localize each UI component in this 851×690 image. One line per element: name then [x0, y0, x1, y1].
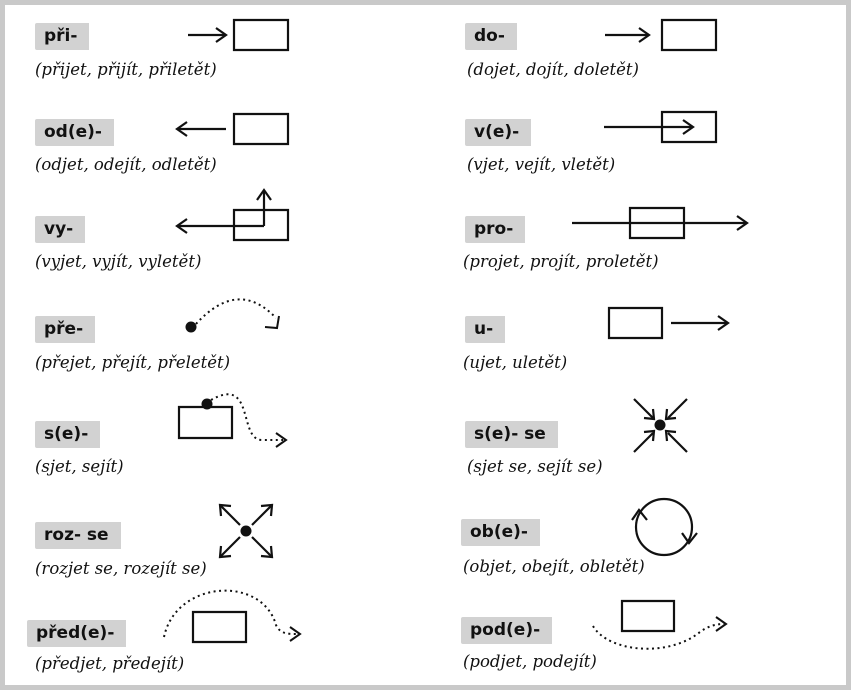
prefix-text: při-: [44, 26, 78, 46]
example-verbs: (podjet, podejít): [463, 652, 597, 671]
prefix-highlight: [465, 216, 526, 243]
arrow-through-box-icon: [572, 208, 747, 238]
prefix-label: při-: [35, 23, 90, 50]
example-verbs: (přijet, přijít, přiletět): [35, 60, 217, 79]
arrows-diverging-icon: [220, 505, 272, 557]
example-verbs: (sjet se, sejít se): [467, 457, 603, 476]
prefix-label: s(e)- se: [465, 421, 558, 448]
arrow-into-box-icon: [188, 20, 288, 50]
arrow-to-box-icon: [605, 20, 716, 50]
prefix-label: od(e)-: [35, 119, 114, 146]
prefix-label: vy-: [35, 216, 86, 243]
prefix-text: od(e)-: [44, 122, 102, 142]
prefix-label: do-: [465, 23, 517, 50]
prefix-highlight: [35, 216, 86, 243]
example-verbs: (ujet, uletět): [463, 353, 568, 372]
prefix-highlight: [35, 23, 90, 50]
circular-arrow-icon: [632, 499, 697, 555]
dotted-path-under-box-icon: [593, 601, 726, 649]
prefix-highlight: [461, 617, 553, 644]
prefix-label: pro-: [465, 216, 526, 243]
prefix-label: roz- se: [35, 522, 121, 549]
prefix-highlight: [35, 421, 101, 448]
arrow-out-of-box-icon: [177, 190, 288, 240]
prefix-text: vy-: [44, 219, 74, 239]
prefix-text: pře-: [44, 319, 84, 339]
prefix-text: do-: [474, 26, 505, 46]
prefix-label: pod(e)-: [461, 617, 553, 644]
arrows-converging-icon: [634, 399, 687, 452]
prefix-text: u-: [474, 319, 494, 339]
example-verbs: (odjet, odejít, odletět): [35, 155, 217, 174]
dotted-path-overtaking-box-icon: [164, 591, 300, 642]
dotted-path-down-from-box-icon: [179, 394, 286, 447]
prefix-label: s(e)-: [35, 421, 101, 448]
prefix-label: v(e)-: [465, 119, 532, 146]
prefix-highlight: [35, 316, 96, 343]
arrow-inside-box-icon: [604, 112, 716, 142]
example-verbs: (dojet, dojít, doletět): [467, 60, 639, 79]
example-verbs: (vyjet, vyjít, vyletět): [35, 252, 202, 271]
prefix-highlight: [461, 519, 540, 546]
example-verbs: (vjet, vejít, vletět): [467, 155, 616, 174]
prefix-label: pře-: [35, 316, 96, 343]
prefix-text: roz- se: [44, 525, 109, 545]
example-verbs: (předjet, předejít): [35, 654, 185, 673]
prefix-text: pro-: [474, 219, 514, 239]
prefix-text: před(e)-: [36, 623, 115, 643]
prefix-text: v(e)-: [474, 122, 520, 142]
example-verbs: (sjet, sejít): [35, 457, 124, 476]
prefix-highlight: [35, 522, 121, 549]
prefix-label: ob(e)-: [461, 519, 540, 546]
example-verbs: (přejet, přejít, přeletět): [35, 353, 231, 372]
prefix-highlight: [465, 421, 558, 448]
dotted-arc-over-icon: [185, 299, 280, 333]
prefix-text: pod(e)-: [470, 620, 541, 640]
example-verbs: (objet, obejít, obletět): [463, 557, 645, 576]
arrow-away-from-box-icon: [177, 114, 288, 144]
example-verbs: (projet, projít, proletět): [463, 252, 659, 271]
prefix-text: s(e)- se: [474, 424, 546, 444]
prefix-highlight: [35, 119, 114, 146]
prefix-label: před(e)-: [27, 620, 127, 647]
prefix-text: ob(e)-: [470, 522, 528, 542]
prefix-text: s(e)-: [44, 424, 89, 444]
prefix-highlight: [465, 23, 517, 50]
prefix-highlight: [465, 316, 506, 343]
prefix-label: u-: [465, 316, 506, 343]
example-verbs: (rozjet se, rozejít se): [35, 559, 207, 578]
prefix-highlight: [27, 620, 127, 647]
arrow-leaving-box-icon: [609, 308, 728, 338]
prefix-highlight: [465, 119, 532, 146]
